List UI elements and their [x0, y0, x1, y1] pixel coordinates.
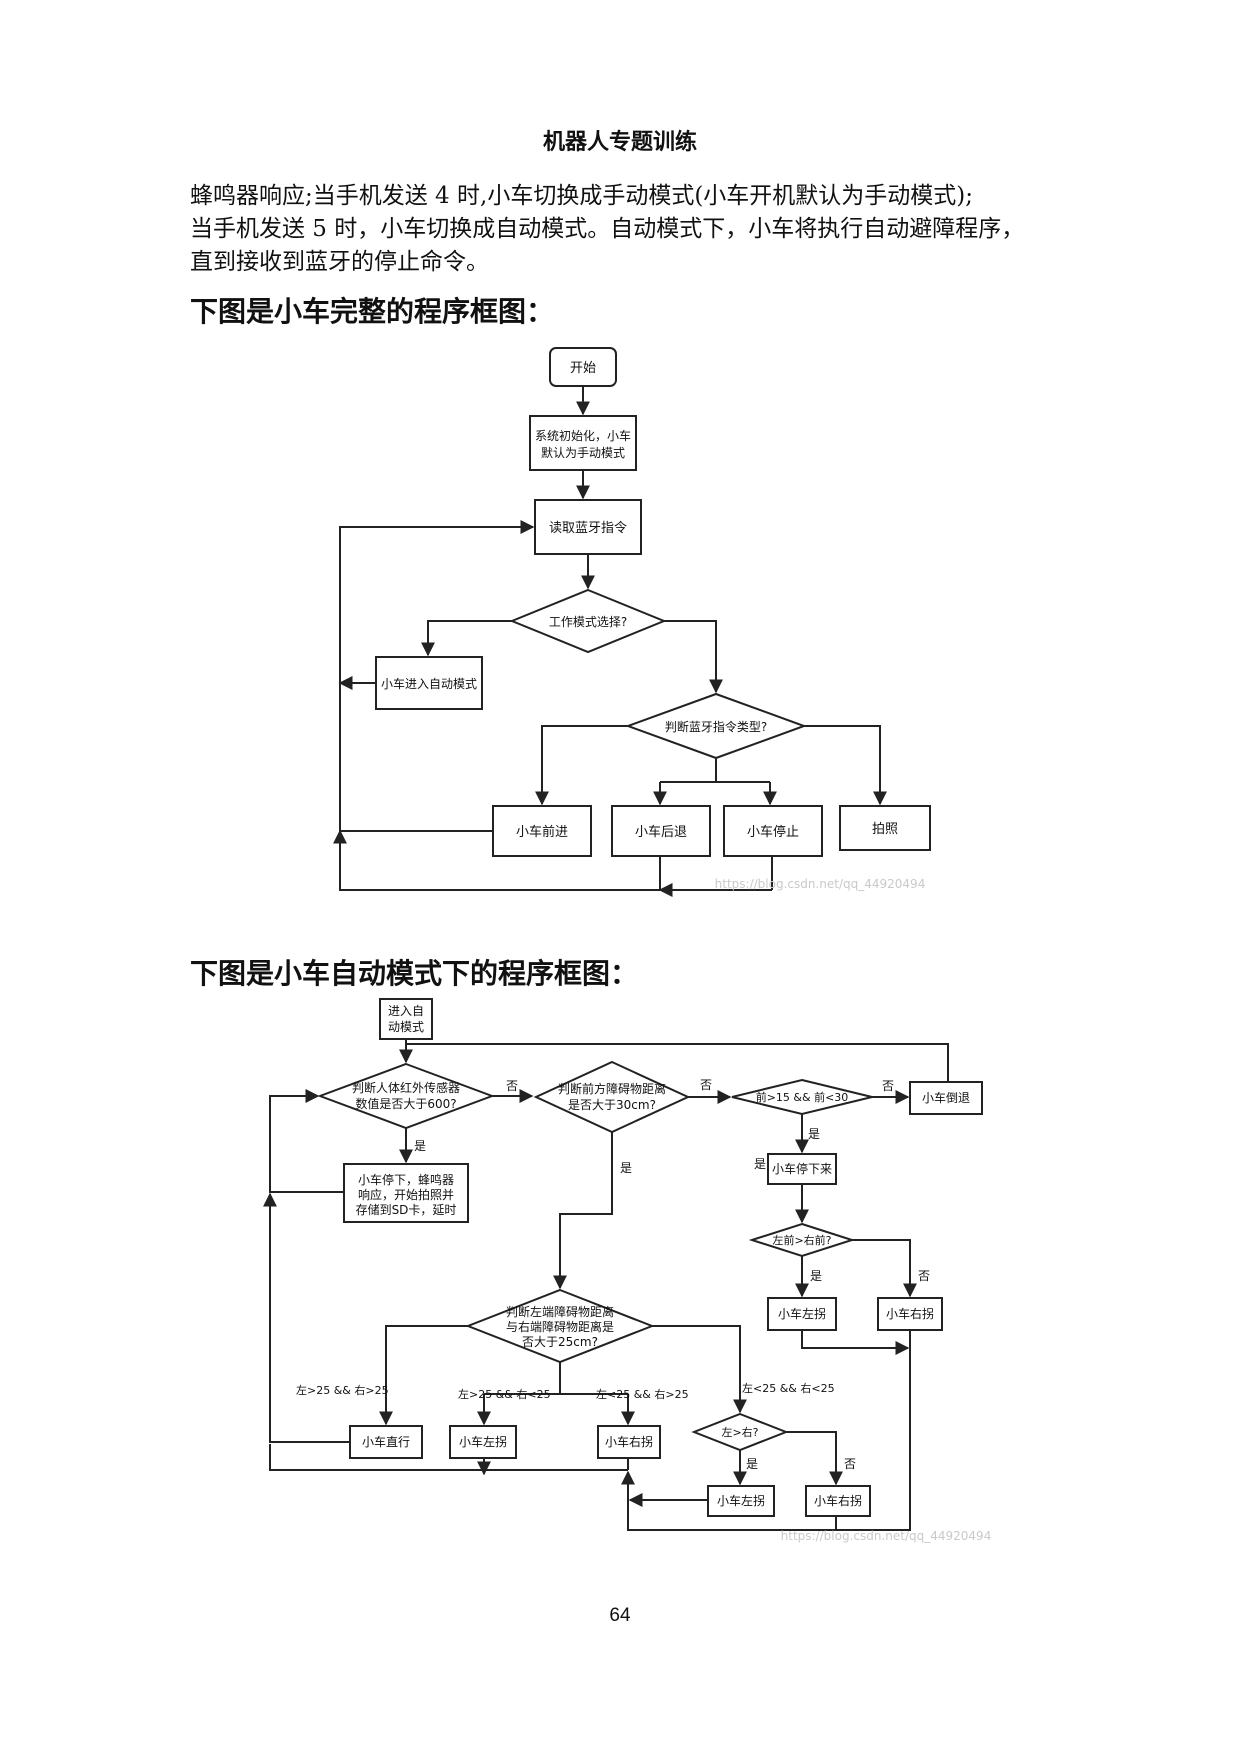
flow2-lr-label: 否大于25cm? — [522, 1335, 598, 1349]
flow2-ir-label: 判断人体红外传感器 — [352, 1080, 460, 1095]
flow2-yes-label: 是 — [414, 1139, 426, 1153]
flow1-auto-label: 小车进入自动模式 — [381, 676, 477, 691]
flow2-ir-diamond — [317, 1062, 495, 1130]
flow2-straight-label: 小车直行 — [362, 1434, 410, 1449]
section-heading-auto-flow: 下图是小车自动模式下的程序框图： — [190, 957, 639, 990]
flow1-backward-box — [611, 805, 711, 857]
flow1-start-label: 开始 — [570, 361, 596, 376]
page-header-title: 机器人专题训练 — [542, 130, 697, 155]
flow2-no-label: 否 — [918, 1269, 930, 1283]
flow2-left-a-label: 小车左拐 — [778, 1306, 826, 1321]
flow2-cond3-label: 左<25 && 右>25 — [596, 1387, 689, 1401]
flow2-lr-label: 与右端障碍物距离是 — [506, 1319, 614, 1334]
flow2-yes-label: 是 — [808, 1127, 820, 1141]
flow2-reverse-box — [909, 1081, 983, 1115]
flow2-left-b-box — [449, 1425, 517, 1459]
flow2-lrfront-label: 左前>右前? — [772, 1233, 831, 1247]
flow1-mode-label: 工作模式选择? — [549, 615, 627, 629]
flow2-yes-label: 是 — [746, 1457, 758, 1471]
flow2-no-label: 否 — [844, 1457, 856, 1471]
flow1-read-label: 读取蓝牙指令 — [549, 521, 627, 536]
flow2-no-label: 否 — [506, 1079, 518, 1093]
flow2-watermark: https://blog.csdn.net/qq_44920494 — [781, 1529, 992, 1543]
flow1-forward-label: 小车前进 — [516, 824, 568, 840]
flow2-front-label: 判断前方障碍物距离 — [558, 1081, 666, 1096]
flow2-stopdown-label: 小车停下来 — [772, 1161, 832, 1176]
flow2-right-c-box — [805, 1485, 871, 1517]
flow2-front-label: 是否大于30cm? — [568, 1098, 656, 1112]
flow2-no-label: 否 — [700, 1078, 712, 1092]
page-number: 64 — [609, 1605, 631, 1626]
intro-line: 直到接收到蓝牙的停止命令。 — [190, 249, 489, 275]
full-program-flowchart: 开始 系统初始化，小车 默认为手动模式 读取蓝牙指令 工作模式选择? 小车进入自… — [333, 347, 931, 897]
flow1-photo-label: 拍照 — [872, 822, 898, 837]
flow2-ir-label: 数值是否大于600? — [355, 1096, 456, 1111]
flow1-forward-box — [492, 805, 592, 857]
flow2-front-diamond — [533, 1060, 691, 1134]
flow2-range-label: 前>15 && 前<30 — [756, 1090, 849, 1104]
flow1-init-label: 系统初始化，小车 — [535, 428, 631, 443]
flow2-enter-label: 动模式 — [388, 1020, 424, 1034]
flow2-no-label: 否 — [882, 1079, 894, 1093]
flow2-left-b-label: 小车左拐 — [459, 1434, 507, 1449]
flow2-stopbuzz-label: 响应，开始拍照并 — [358, 1187, 454, 1202]
flow2-right-b-label: 小车右拐 — [605, 1434, 653, 1449]
flow2-yes-label: 是 — [754, 1157, 766, 1171]
flow2-cond1-label: 左>25 && 右>25 — [296, 1383, 389, 1397]
flow1-judge-label: 判断蓝牙指令类型? — [665, 719, 767, 734]
intro-line: 蜂鸣器响应;当手机发送 4 时,小车切换成手动模式(小车开机默认为手动模式); — [190, 183, 974, 209]
flow1-photo-box — [839, 805, 931, 851]
flow2-stopbuzz-label: 小车停下，蜂鸣器 — [358, 1172, 454, 1187]
flow2-stopdown-box — [767, 1153, 837, 1185]
flow1-stop-label: 小车停止 — [747, 824, 799, 840]
flow1-stop-box — [723, 805, 823, 857]
flow2-yes-label: 是 — [810, 1269, 822, 1283]
flow1-backward-label: 小车后退 — [635, 824, 687, 840]
flow1-watermark: https://blog.csdn.net/qq_44920494 — [715, 877, 926, 891]
section-heading-full-flow: 下图是小车完整的程序框图： — [190, 295, 555, 328]
flow2-stopbuzz-label: 存储到SD卡，延时 — [356, 1202, 457, 1217]
flow2-reverse-label: 小车倒退 — [922, 1090, 970, 1105]
flow1-init-label: 默认为手动模式 — [541, 445, 625, 460]
flow2-enter-label: 进入自 — [388, 1004, 424, 1018]
flow1-read-box — [534, 499, 642, 555]
flow2-lr2-label: 左>右? — [721, 1425, 758, 1439]
flow1-mode-diamond — [509, 588, 667, 654]
flow2-left-c-box — [707, 1485, 775, 1517]
flow2-yes-label: 是 — [620, 1161, 632, 1175]
flow2-enter-box — [379, 998, 433, 1040]
flow2-right-a-label: 小车右拐 — [886, 1306, 934, 1321]
flow2-cond4-label: 左<25 && 右<25 — [742, 1381, 835, 1395]
flow2-left-c-label: 小车左拐 — [717, 1493, 765, 1508]
flow2-right-c-label: 小车右拐 — [814, 1493, 862, 1508]
flow2-cond2-label: 左>25 && 右<25 — [458, 1387, 551, 1401]
auto-mode-flowchart: 进入自 动模式 判断人体红外传感器 数值是否大于600? 判断前方障碍物距离 是… — [263, 998, 992, 1543]
flow2-lr-label: 判断左端障碍物距离 — [506, 1304, 614, 1319]
intro-line: 当手机发送 5 时，小车切换成自动模式。自动模式下，小车将执行自动避障程序， — [190, 216, 1025, 242]
flow2-stopbuzz-box — [343, 1163, 469, 1223]
intro-paragraph: 蜂鸣器响应;当手机发送 4 时,小车切换成手动模式(小车开机默认为手动模式); … — [190, 180, 1070, 279]
flow2-straight-box — [349, 1425, 423, 1459]
